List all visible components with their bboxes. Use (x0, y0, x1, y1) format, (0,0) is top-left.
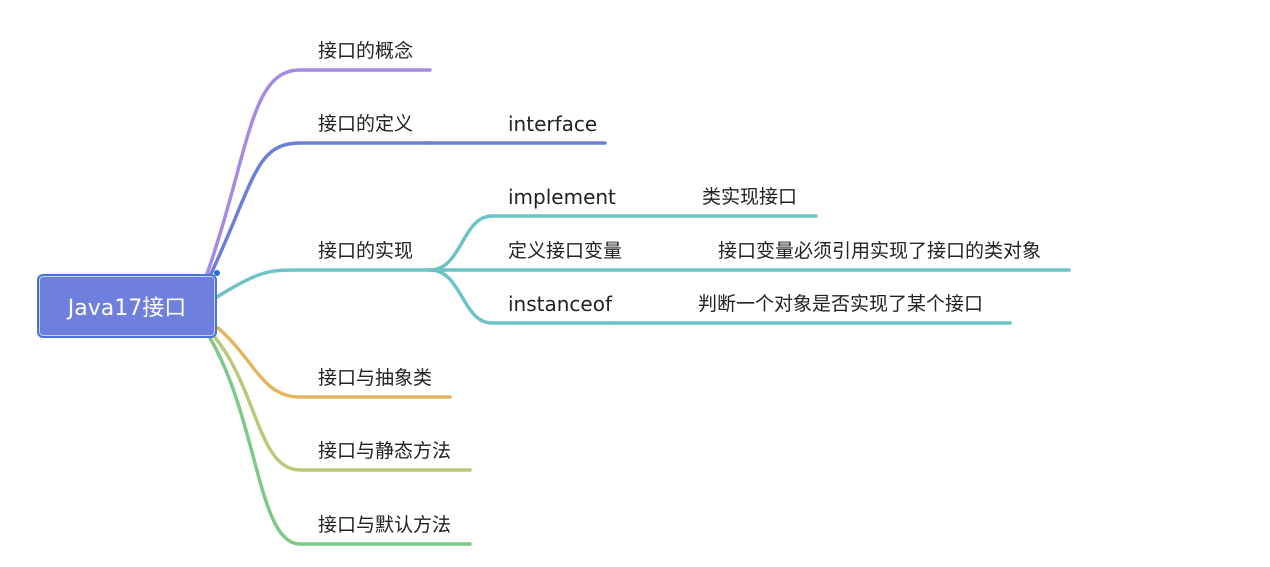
connector-impl-implement (428, 214, 617, 272)
node-label: 判断一个对象是否实现了某个接口 (698, 293, 984, 315)
node-define-interface-variable[interactable]: 定义接口变量 (508, 240, 622, 262)
root-collapse-handle[interactable] (214, 270, 220, 276)
node-interface-implementation[interactable]: 接口的实现 (318, 240, 413, 262)
node-label: 接口与默认方法 (318, 514, 452, 536)
node-label: interface (508, 112, 598, 136)
connector-root-static (212, 334, 472, 472)
node-interface-vs-abstract-class[interactable]: 接口与抽象类 (318, 367, 432, 389)
node-label: implement (508, 185, 616, 209)
node-label: 接口与静态方法 (318, 440, 452, 462)
node-interface-concept[interactable]: 接口的概念 (318, 40, 413, 62)
node-interface-keyword[interactable]: interface (508, 113, 597, 135)
connector-root-implementation (215, 268, 432, 299)
node-interface-default-methods[interactable]: 接口与默认方法 (318, 514, 451, 536)
node-interface-static-methods[interactable]: 接口与静态方法 (318, 440, 451, 462)
node-instanceof-description[interactable]: 判断一个对象是否实现了某个接口 (698, 293, 983, 315)
node-label: 类实现接口 (702, 186, 798, 208)
node-label: 接口的概念 (318, 40, 414, 62)
connector-root-concept (205, 68, 432, 276)
node-instanceof[interactable]: instanceof (508, 293, 612, 315)
node-class-implements-interface[interactable]: 类实现接口 (702, 186, 797, 208)
root-node[interactable]: Java17接口 (37, 274, 217, 338)
node-label: 接口的实现 (318, 240, 414, 262)
node-label: 定义接口变量 (508, 240, 623, 262)
node-label: 接口变量必须引用实现了接口的类对象 (718, 240, 1042, 262)
connector-root-definition (208, 141, 432, 278)
connector-root-default (208, 336, 472, 546)
connector-root-abstract (216, 326, 452, 399)
node-label: 接口的定义 (318, 113, 414, 135)
node-implement[interactable]: implement (508, 186, 616, 208)
node-label: 接口与抽象类 (318, 367, 433, 389)
connector-impl-instanceof (428, 268, 617, 325)
root-node-label: Java17接口 (67, 296, 187, 321)
node-label: instanceof (508, 292, 613, 316)
node-interface-definition[interactable]: 接口的定义 (318, 113, 413, 135)
node-interface-variable-rule[interactable]: 接口变量必须引用实现了接口的类对象 (718, 240, 1041, 262)
